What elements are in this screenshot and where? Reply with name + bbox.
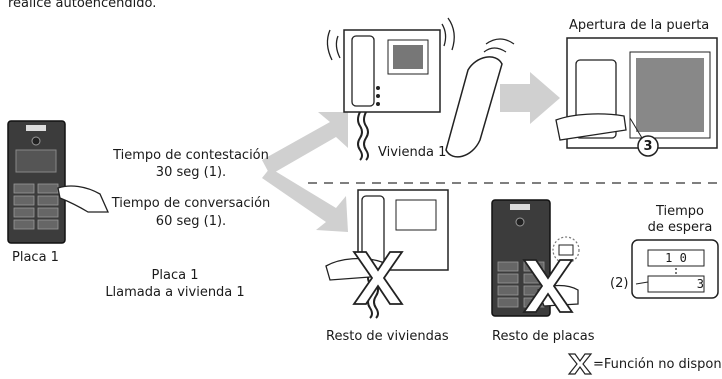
apertura-label: Apertura de la puerta bbox=[569, 18, 710, 33]
handset-icon bbox=[445, 38, 515, 158]
arrow-to-vivienda bbox=[262, 112, 348, 175]
tiempo-espera-line-1: Tiempo bbox=[655, 204, 705, 219]
tiempo-espera-line-2: de espera bbox=[647, 220, 713, 235]
tiempo-espera-display bbox=[631, 239, 719, 299]
callout-3: 3 bbox=[643, 139, 653, 154]
vivienda-1-monitor bbox=[326, 17, 455, 161]
hand-pressing-icon bbox=[57, 185, 110, 213]
display-top-value: 1 0 bbox=[665, 251, 687, 265]
resto-viviendas-label: Resto de viviendas bbox=[326, 329, 449, 344]
resto-viviendas-monitor bbox=[325, 189, 449, 319]
tiempo-conversacion-line-2: 60 seg (1). bbox=[155, 214, 227, 229]
tiempo-contestacion-line-1: Tiempo de contestación bbox=[113, 148, 269, 163]
resto-placas-label: Resto de placas bbox=[492, 329, 595, 344]
apertura-panel bbox=[555, 37, 718, 157]
x-symbol-icon bbox=[567, 353, 593, 375]
llamada-line-1: Placa 1 bbox=[151, 268, 199, 283]
arrow-to-resto bbox=[262, 168, 348, 232]
placa-1-panel bbox=[7, 120, 66, 244]
tiempo-conversacion-line-1: Tiempo de conversación bbox=[111, 196, 271, 211]
arrow-to-apertura bbox=[500, 72, 560, 124]
tiempo-contestacion-line-2: 30 seg (1). bbox=[155, 165, 227, 180]
vivienda-label: Vivienda 1 bbox=[378, 145, 447, 160]
header-fragment: realice autoencendido. bbox=[8, 0, 157, 11]
legend-text: =Función no disponible bbox=[593, 357, 722, 372]
display-bottom-value: 3 bbox=[696, 277, 704, 291]
placa-label: Placa 1 bbox=[12, 250, 59, 265]
resto-placas-panel bbox=[491, 199, 580, 317]
llamada-line-2: Llamada a vivienda 1 bbox=[105, 285, 245, 300]
callout-2: (2) bbox=[610, 276, 629, 291]
